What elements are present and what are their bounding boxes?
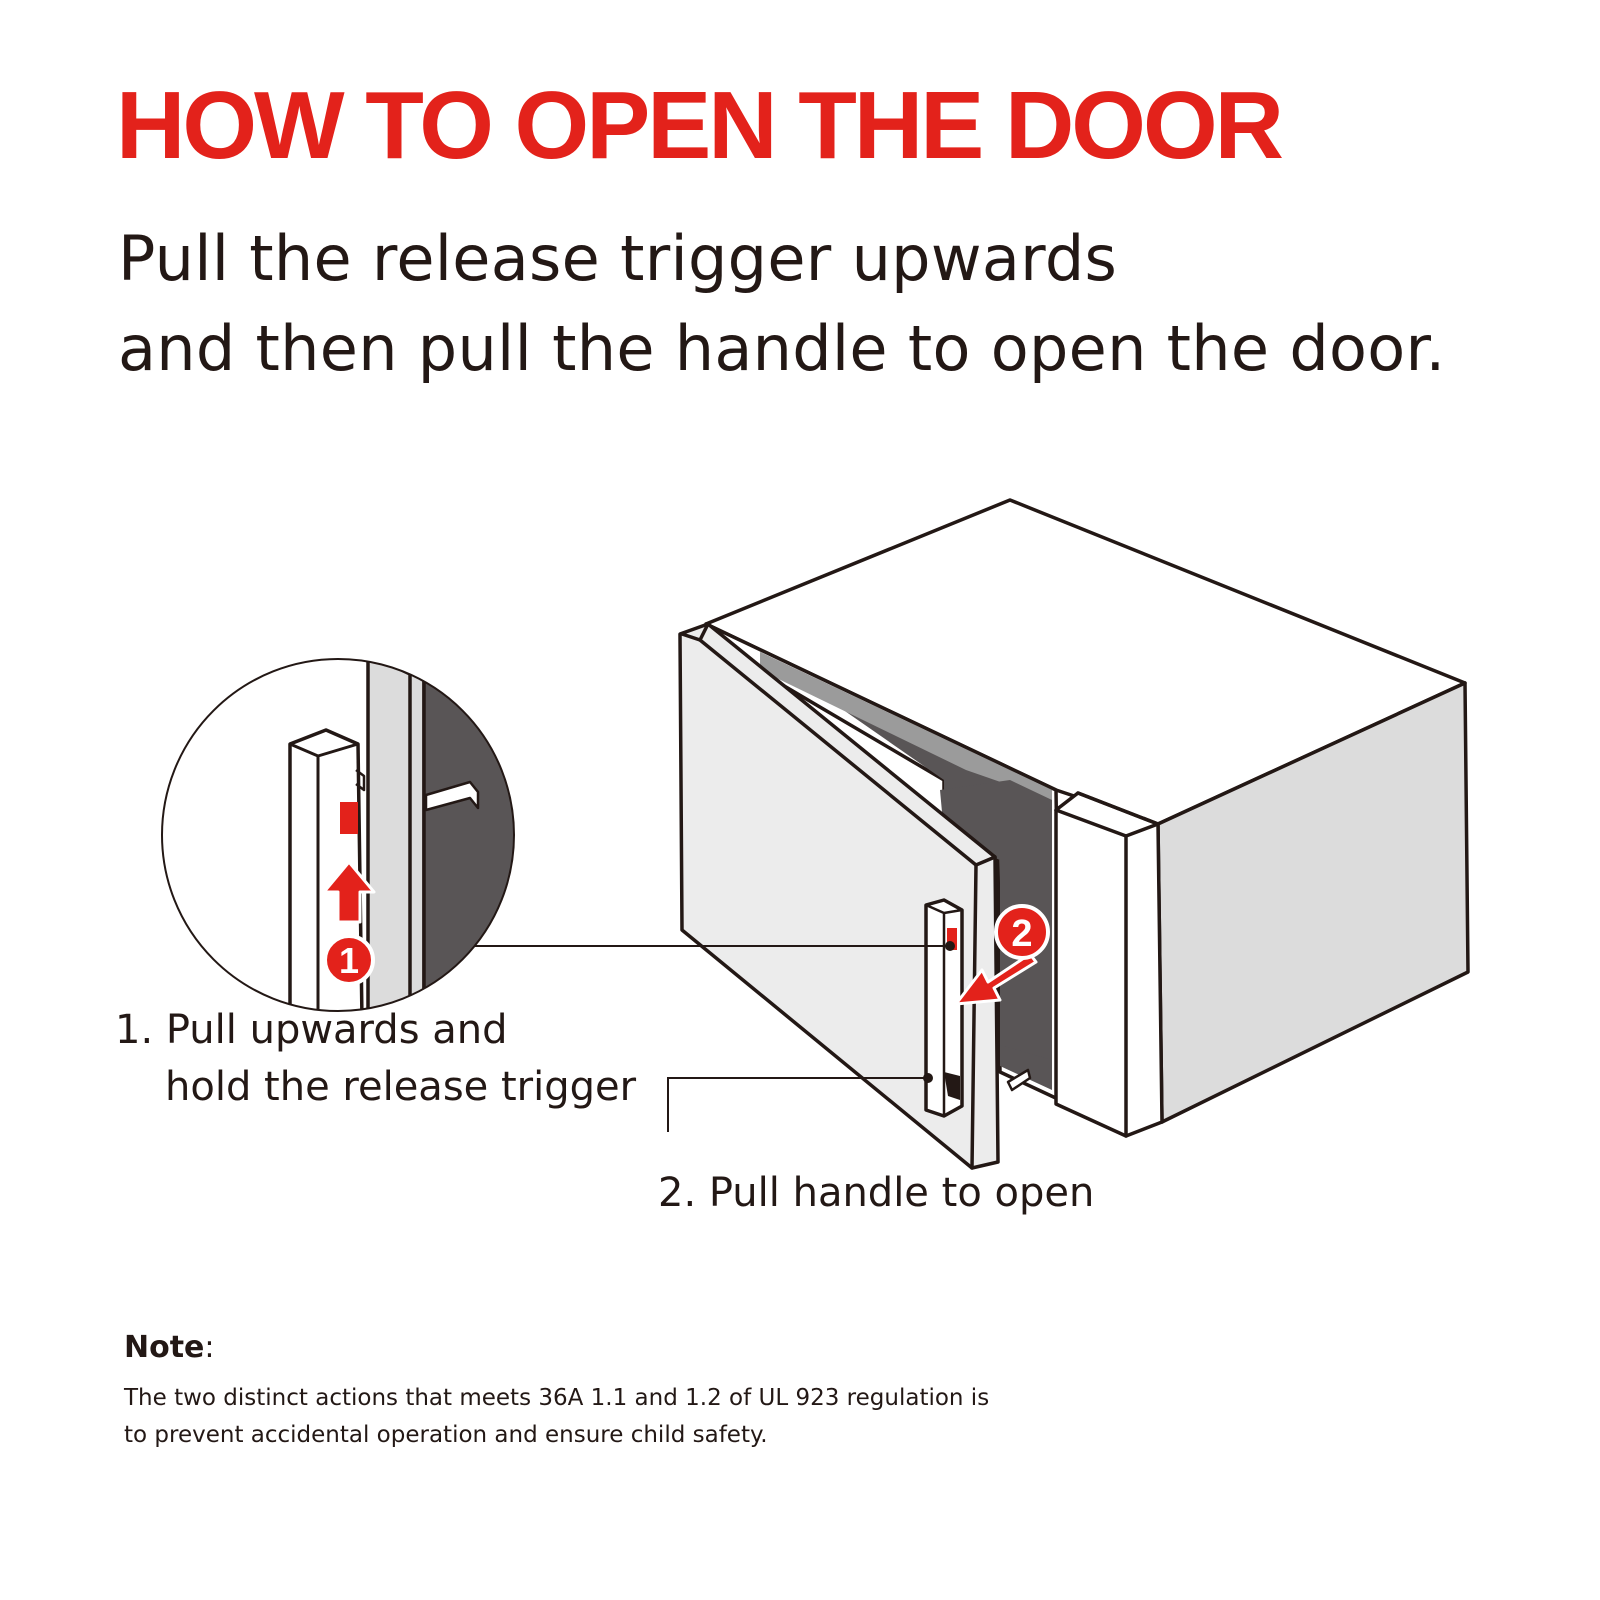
page-title: HOW TO OPEN THE DOOR — [116, 72, 1284, 179]
release-trigger — [340, 802, 358, 834]
callout-line-handle — [667, 1077, 928, 1132]
note-line-2: to prevent accidental operation and ensu… — [124, 1422, 768, 1448]
step1-label: 1. Pull upwards and hold the release tri… — [115, 1002, 636, 1116]
cavity-back — [940, 780, 1052, 1060]
note-text: The two distinct actions that meets 36A … — [124, 1380, 989, 1454]
step2-indicator: 2 — [954, 904, 1050, 1006]
step2-badge-number: 2 — [1011, 913, 1032, 955]
step2-label: 2. Pull handle to open — [658, 1170, 1095, 1216]
instruction-text: Pull the release trigger upwards and the… — [118, 214, 1446, 394]
step2-badge — [994, 904, 1050, 960]
door-latch — [1006, 1068, 1032, 1092]
note-separator: : — [204, 1330, 215, 1365]
step1-badge — [323, 934, 375, 986]
callout-lines — [475, 941, 955, 1132]
control-panel — [1054, 791, 1164, 1138]
cavity-ceiling — [760, 652, 1052, 800]
zoom-door-edge — [366, 659, 426, 1011]
step1-label-line-1: 1. Pull upwards and — [115, 1007, 508, 1053]
note-label: Note — [124, 1330, 205, 1365]
step1-badge-number: 1 — [339, 940, 359, 981]
instruction-line-2: and then pull the handle to open the doo… — [118, 312, 1446, 385]
release-trigger-small — [947, 928, 957, 950]
zoom-latch — [424, 780, 480, 812]
note-line-1: The two distinct actions that meets 36A … — [124, 1385, 990, 1411]
step1-label-line-2: hold the release trigger — [165, 1064, 637, 1110]
microwave-illustration — [678, 498, 1470, 1170]
note-heading: Note: — [124, 1330, 215, 1366]
instruction-line-1: Pull the release trigger upwards — [118, 222, 1118, 295]
pull-up-arrow-icon — [322, 860, 376, 924]
zoom-detail-circle: 1 — [161, 658, 515, 1012]
